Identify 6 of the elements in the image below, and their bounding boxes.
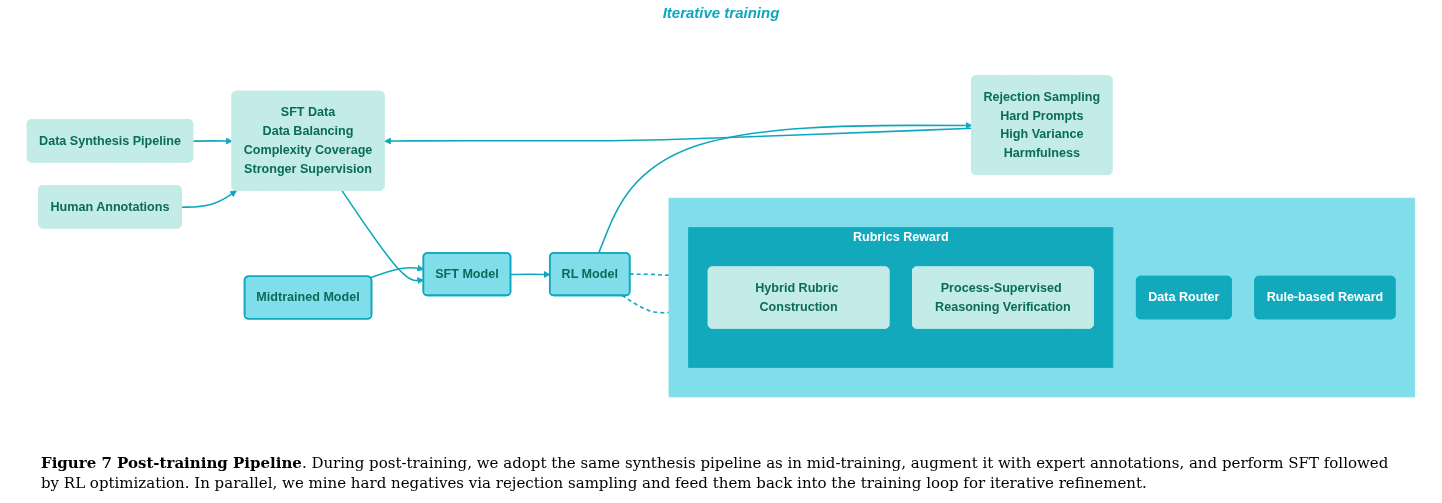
loop-label: Iterative training	[662, 4, 780, 21]
arrow	[180, 190, 237, 208]
arrow	[384, 127, 973, 145]
arrow	[192, 137, 233, 145]
caption: Figure 7 Post-training Pipeline. During post-training, we adopt the same synthesis pipeline as in mid-training, augment it with expert annotations, and perform SFT followed by RL optimization. In parallel, we mine hard negatives via rejection sampling and feed them back into the training loop for iterative refinement.	[41, 452, 1390, 493]
cluster	[668, 197, 1416, 398]
